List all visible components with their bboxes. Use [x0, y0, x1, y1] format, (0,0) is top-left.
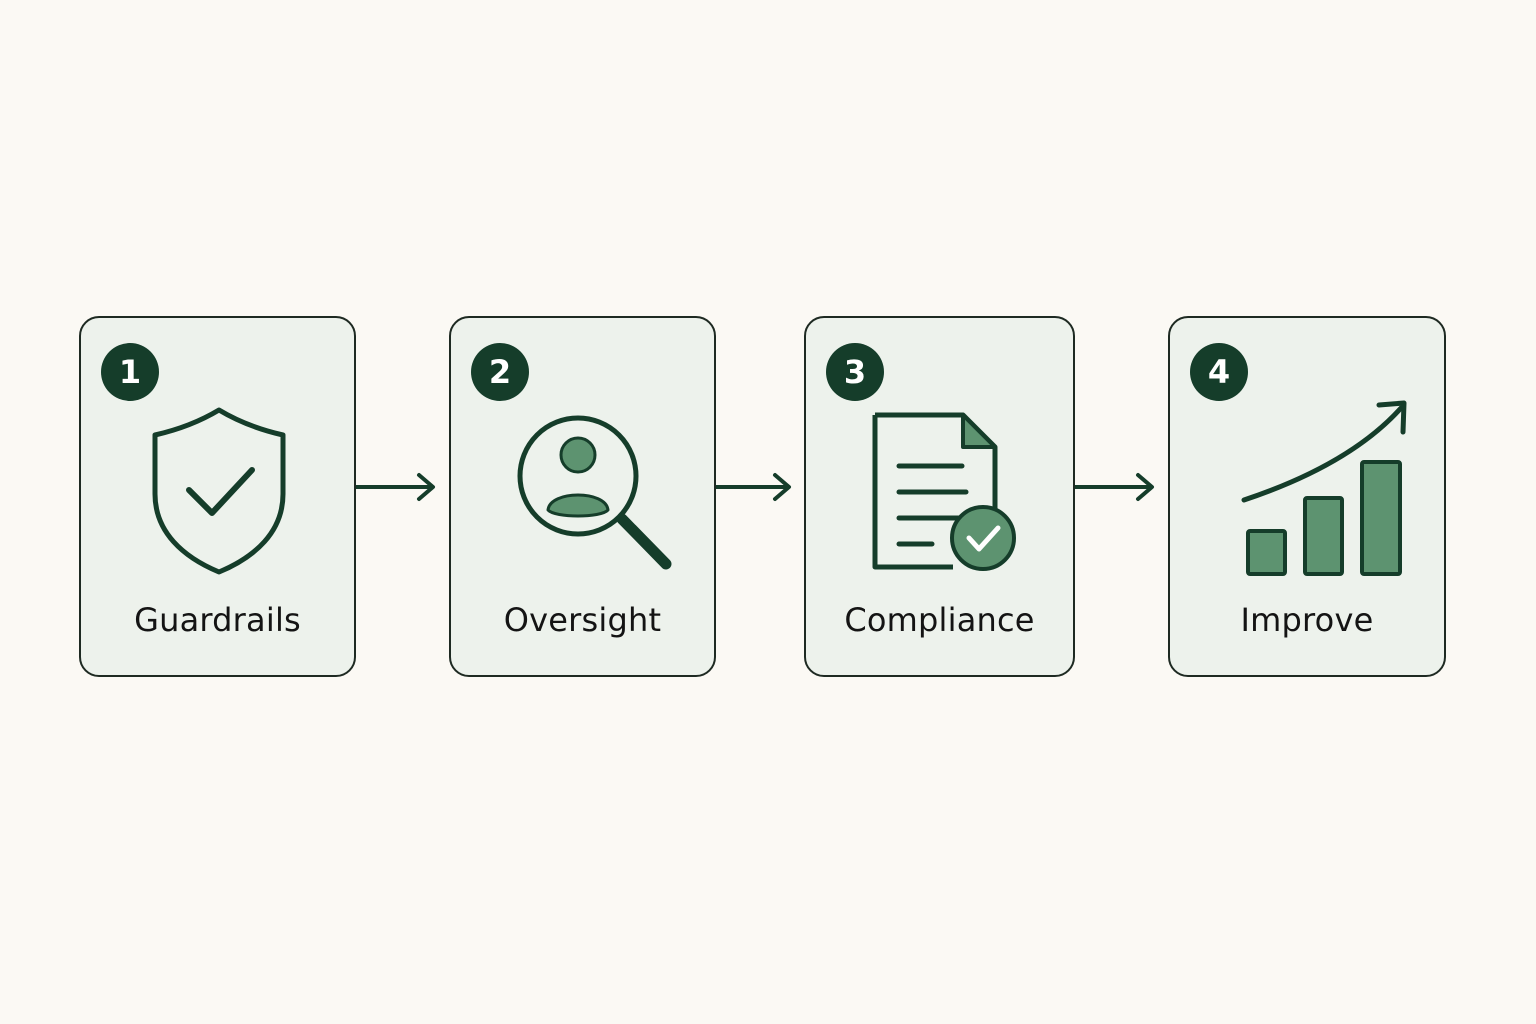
step-number-badge: 3 — [826, 343, 884, 401]
arrow-right-icon — [1075, 473, 1154, 501]
step-card-compliance: 3 Compliance — [804, 316, 1075, 677]
step-label: Improve — [1240, 601, 1374, 639]
document-check-icon — [806, 398, 1073, 598]
step-card-guardrails: 1 Guardrails — [79, 316, 356, 677]
step-card-improve: 4 Improve — [1168, 316, 1446, 677]
step-card-oversight: 2 Oversight — [449, 316, 716, 677]
arrow-right-icon — [716, 473, 791, 501]
step-label: Oversight — [503, 601, 662, 639]
step-number-badge: 2 — [471, 343, 529, 401]
shield-check-icon — [81, 398, 354, 598]
person-magnifier-icon — [451, 398, 714, 598]
bar-chart-trend-icon — [1170, 398, 1444, 598]
step-number-badge: 4 — [1190, 343, 1248, 401]
step-label: Guardrails — [134, 601, 301, 639]
step-label: Compliance — [844, 601, 1035, 639]
arrow-right-icon — [356, 473, 435, 501]
step-number-badge: 1 — [101, 343, 159, 401]
